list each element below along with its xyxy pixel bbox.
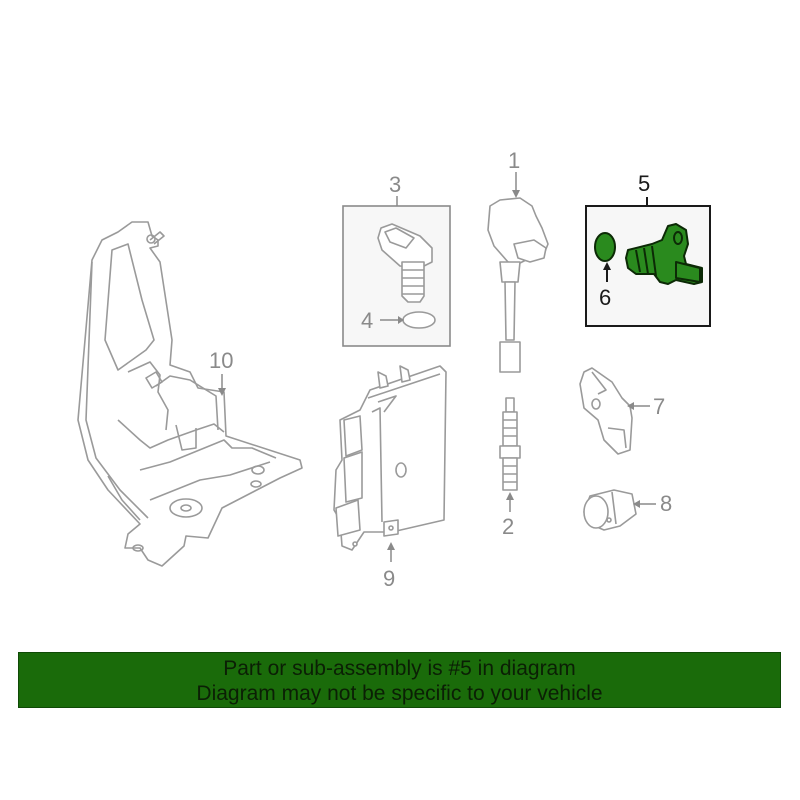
- callout-arrow-1: [512, 190, 520, 198]
- callout-label-9: 9: [383, 566, 396, 591]
- sensor-bracket-part-7[interactable]: [579, 367, 633, 455]
- callout-label-4: 4: [361, 308, 374, 333]
- callout-arrow-6: [603, 262, 611, 270]
- ignition-coil-part-1[interactable]: [487, 197, 549, 373]
- seal-part-6[interactable]: [594, 232, 616, 262]
- callout-label-2: 2: [502, 514, 515, 539]
- callout-label-6: 6: [599, 285, 612, 310]
- info-banner: Part or sub-assembly is #5 in diagram Di…: [18, 652, 781, 708]
- callout-arrow-2: [506, 492, 514, 500]
- callout-label-8: 8: [660, 491, 673, 516]
- o-ring-part-4[interactable]: [402, 311, 436, 329]
- banner-disclaimer: Diagram may not be specific to your vehi…: [196, 682, 603, 705]
- callout-arrow-4: [398, 316, 404, 324]
- sensor-part-8[interactable]: [583, 489, 637, 531]
- bracket-part-10[interactable]: [77, 221, 303, 567]
- callout-label-3: 3: [389, 172, 402, 197]
- banner-part-note: Part or sub-assembly is #5 in diagram: [223, 657, 576, 680]
- sensor-part-3[interactable]: [377, 223, 433, 303]
- callout-label-7: 7: [653, 394, 666, 419]
- callout-label-5: 5: [638, 171, 651, 196]
- ecu-part-9[interactable]: [333, 365, 447, 551]
- callout-label-10: 10: [209, 348, 234, 373]
- spark-plug-part-2[interactable]: [499, 397, 521, 491]
- callout-label-1: 1: [508, 148, 521, 173]
- callout-arrow-9: [387, 542, 395, 550]
- callout-arrow-8: [633, 500, 640, 508]
- cam-position-sensor-part-5[interactable]: [625, 223, 703, 285]
- callout-arrow-10: [218, 388, 226, 396]
- callout-arrow-7: [627, 402, 634, 410]
